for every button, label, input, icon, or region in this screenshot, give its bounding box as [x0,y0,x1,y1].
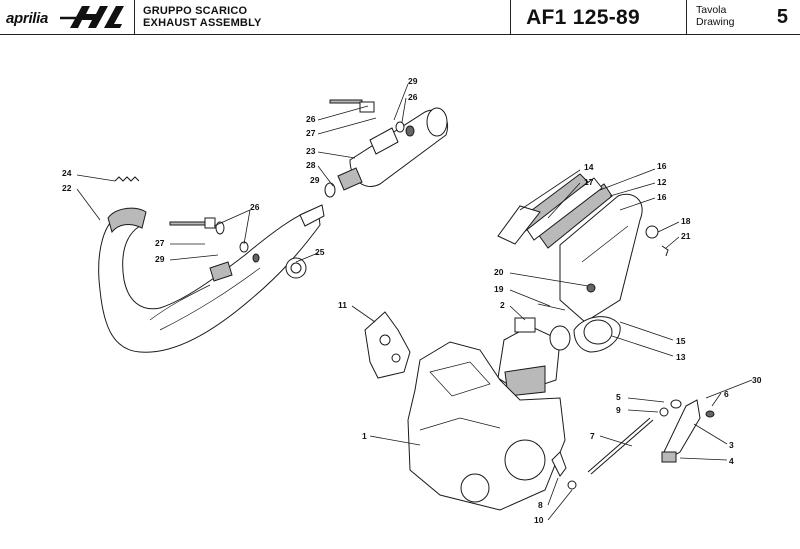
header-divider [0,34,800,35]
drawing-number: 5 [776,6,788,28]
callout-1: 1 [362,431,367,441]
callout-29: 29 [155,254,165,264]
callout-24: 24 [62,168,72,178]
tavola-label: Tavola [696,4,727,16]
callout-21: 21 [681,231,691,241]
callout-16: 16 [657,192,667,202]
callout-12: 12 [657,177,667,187]
cover-bracket [364,311,411,379]
title-english: EXHAUST ASSEMBLY [143,17,262,29]
silencer [324,107,448,198]
callout-9: 9 [616,405,621,415]
drawing-number-block: Tavola Drawing 5 [686,0,800,34]
clamp [285,257,307,279]
carburettor [497,303,621,397]
callout-26: 26 [250,202,260,212]
callout-2: 2 [500,300,505,310]
pipe-mount-bolts [169,217,260,263]
callout-29: 29 [310,175,320,185]
callout-17: 17 [584,177,594,187]
callout-25: 25 [315,247,325,257]
callout-5: 5 [616,392,621,402]
callout-18: 18 [681,216,691,226]
drawing-header: aprilia GRUPPO SCARICO EXHAUST ASSEMBLY … [0,0,800,34]
callout-23: 23 [306,146,316,156]
kickstart-linkage [551,399,715,490]
callout-8: 8 [538,500,543,510]
callout-26: 26 [306,114,316,124]
title-block: GRUPPO SCARICO EXHAUST ASSEMBLY [134,0,510,34]
callout-29: 29 [408,76,418,86]
aprilia-emblem-icon [60,6,124,28]
callout-26: 26 [408,92,418,102]
exhaust-pipe [98,204,325,353]
callout-labels: 29 26 26 27 23 28 29 24 22 26 27 29 25 1… [62,76,762,525]
exploded-view-drawing: 29 26 26 27 23 28 29 24 22 26 27 29 25 1… [62,76,762,525]
callout-13: 13 [676,352,686,362]
callout-10: 10 [534,515,544,525]
callout-11: 11 [338,300,347,310]
callout-3: 3 [729,440,734,450]
callout-27: 27 [155,238,165,248]
model-block: AF1 125-89 [510,0,686,34]
spring [114,176,140,182]
callout-14: 14 [584,162,594,172]
brand-wordmark: aprilia [6,10,49,27]
callout-6: 6 [724,389,729,399]
callout-22: 22 [62,183,72,193]
callout-27: 27 [306,128,316,138]
callout-4: 4 [729,456,734,466]
silencer-mount-bolts [329,99,415,137]
aprilia-logo: aprilia [0,0,134,34]
callout-19: 19 [494,284,504,294]
callout-16: 16 [657,161,667,171]
callout-20: 20 [494,267,504,277]
drawing-label: Drawing [696,16,735,28]
callout-30: 30 [752,375,762,385]
leader-lines [76,83,753,521]
model-code: AF1 125-89 [526,6,640,29]
title-italian: GRUPPO SCARICO [143,5,248,17]
air-filter-box [497,173,643,323]
airbox-grommet [645,225,669,257]
engine-outline [407,341,566,511]
callout-15: 15 [676,336,686,346]
callout-28: 28 [306,160,316,170]
callout-7: 7 [590,431,595,441]
